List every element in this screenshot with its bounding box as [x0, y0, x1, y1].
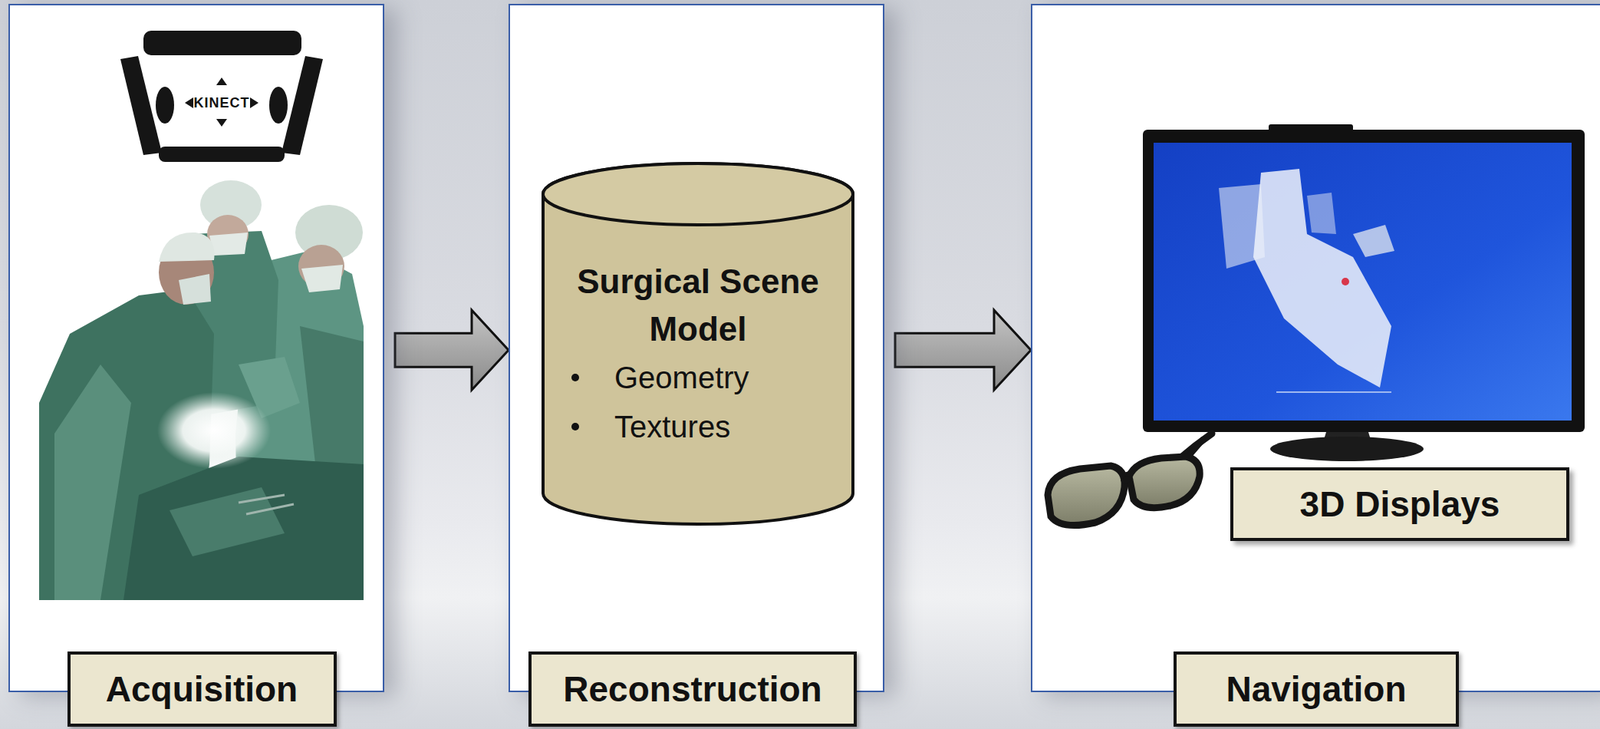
- box-label: 3D Displays: [1300, 483, 1501, 525]
- block-arrow: [395, 309, 509, 390]
- database-cylinder: Surgical Scene ModelGeometryTextures: [540, 161, 856, 527]
- cylinder-top: [543, 163, 853, 225]
- kinect-triangle: [216, 118, 228, 127]
- label-box: 3D Displays: [1230, 467, 1570, 541]
- bullet-row: Textures: [571, 401, 856, 452]
- stage-label: Navigation: [1225, 668, 1406, 710]
- cylinder-body: [543, 163, 853, 524]
- stage-label-box: Acquisition: [67, 651, 337, 727]
- stage-label: Acquisition: [105, 668, 298, 710]
- instruments: [238, 494, 294, 514]
- kinect-triangle: [216, 77, 228, 86]
- bullet-dot: [571, 373, 580, 382]
- kinect-side: [120, 55, 162, 155]
- kinect-bar: [143, 30, 302, 56]
- cylinder-content: Surgical Scene ModelGeometryTextures: [540, 161, 856, 452]
- bullet-text: Geometry: [614, 360, 750, 396]
- surgeon-mask: [178, 273, 211, 305]
- stage-label: Reconstruction: [562, 668, 822, 710]
- glasses-lens: [1047, 465, 1125, 526]
- scan-axis: [1276, 391, 1392, 393]
- scan-surface: [1253, 168, 1392, 388]
- surgical-drape: [123, 456, 364, 600]
- monitor-screen: [1153, 142, 1572, 421]
- surgeon-mask: [209, 232, 248, 256]
- surgeon-shade: [54, 364, 132, 600]
- surgeons-picture: [39, 180, 364, 600]
- glasses-bridge: [1122, 478, 1131, 483]
- kinect-triangle: [250, 97, 259, 109]
- bullet-row: Geometry: [571, 352, 856, 402]
- monitor-bezel: [1142, 129, 1585, 432]
- stage-panel: AcquisitionKINECT: [8, 3, 385, 692]
- bullet-text: Textures: [614, 409, 731, 445]
- kinect-triangle: [184, 97, 194, 109]
- kinect-lens: [269, 86, 288, 124]
- glasses-lens: [1129, 456, 1200, 508]
- kinect-bar: [158, 146, 285, 162]
- monitor-base: [1270, 436, 1424, 461]
- logo-text: KINECT: [194, 95, 251, 112]
- scan-mark: [1341, 277, 1350, 286]
- cylinder-title: Surgical Scene Model: [563, 257, 833, 353]
- stage-label-box: Navigation: [1173, 651, 1459, 727]
- block-arrow: [895, 309, 1031, 390]
- display-illustration: [1030, 3, 1600, 692]
- scan-surface: [1353, 224, 1395, 257]
- surgeon-cap: [158, 232, 215, 262]
- kinect-lens: [155, 86, 175, 124]
- surgeon-mask: [301, 264, 343, 293]
- kinect-side: [281, 55, 323, 155]
- surgical-light: [157, 391, 271, 469]
- stage-panel: Navigation3D Displays: [1030, 3, 1600, 692]
- kinect-logo: [120, 30, 323, 162]
- stage-panel: ReconstructionSurgical Scene ModelGeomet…: [508, 3, 885, 692]
- stage-label-box: Reconstruction: [528, 651, 857, 727]
- bullet-dot: [571, 422, 580, 431]
- scene-render: [1218, 168, 1395, 392]
- scan-surface: [1306, 192, 1337, 234]
- 3d-glasses: [1047, 433, 1212, 526]
